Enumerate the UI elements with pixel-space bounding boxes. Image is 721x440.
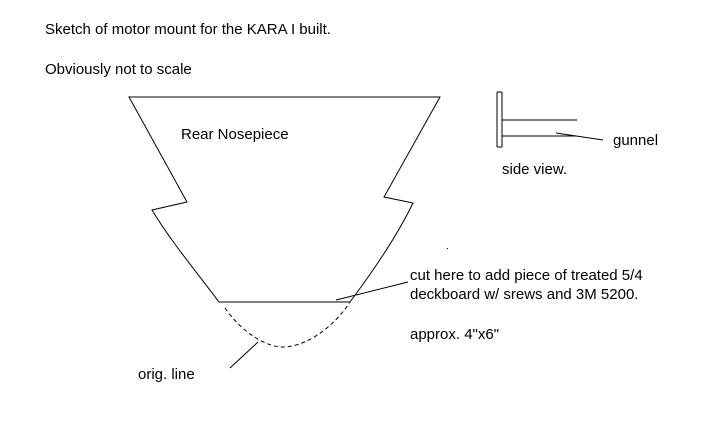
cut-here-label-line2: deckboard w/ srews and 3M 5200.: [410, 286, 639, 303]
side-view-label: side view.: [502, 161, 568, 178]
orig-line-pointer: [229, 341, 259, 369]
stray-dot: [447, 248, 448, 249]
rear-nosepiece-label: Rear Nosepiece: [181, 126, 289, 143]
cut-pointer: [335, 281, 409, 301]
side-view-drawing: [496, 91, 604, 148]
orig-line-label: orig. line: [138, 366, 195, 383]
original-line-dashed: [224, 301, 351, 348]
approx-size-label: approx. 4"x6": [410, 326, 500, 343]
diagram-title: Sketch of motor mount for the KARA I bui…: [45, 21, 331, 38]
diagram-subtitle: Obviously not to scale: [45, 61, 192, 78]
gunnel-label: gunnel: [613, 132, 659, 149]
cut-here-label-line1: cut here to add piece of treated 5/4: [410, 267, 643, 284]
